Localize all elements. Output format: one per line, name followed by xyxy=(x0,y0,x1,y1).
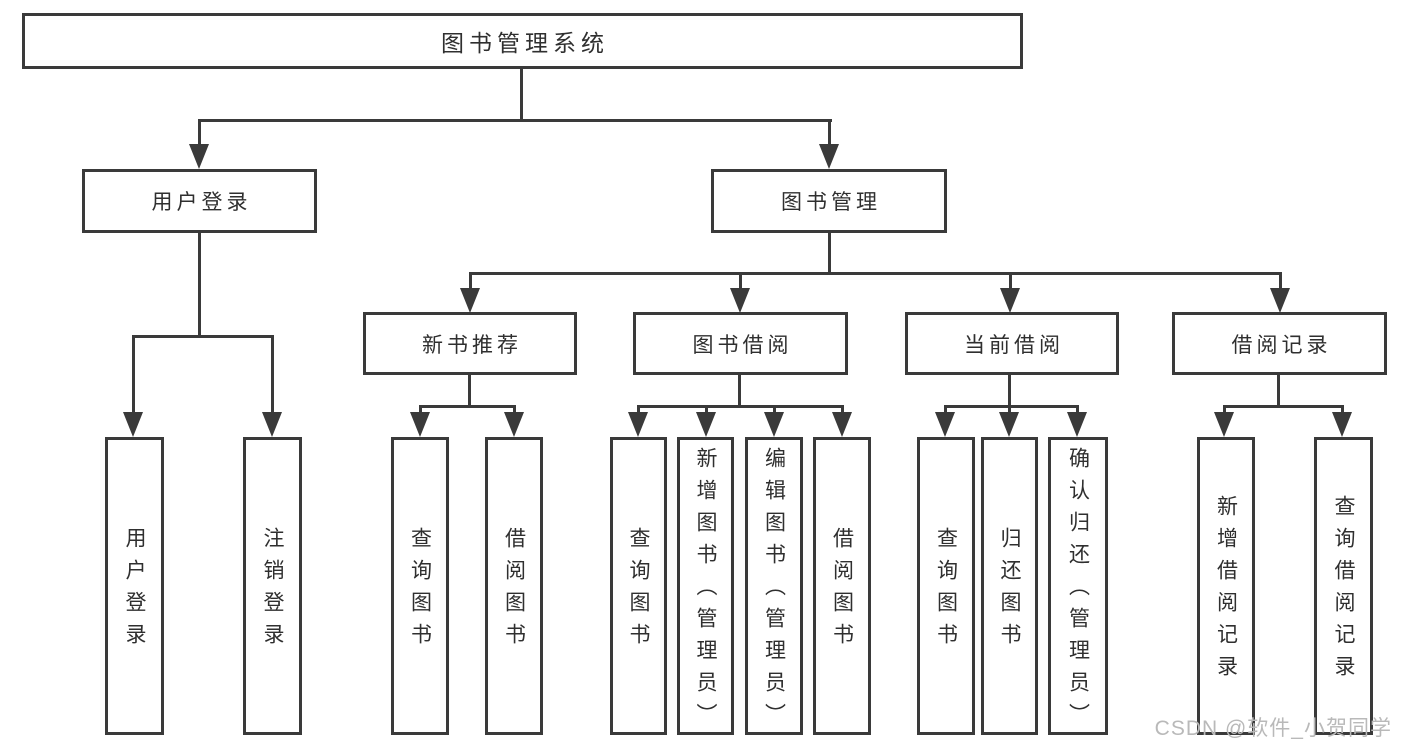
arrow-down-leaf xyxy=(1214,412,1234,437)
connector-to-new-books xyxy=(469,272,472,291)
arrow-down-leaf xyxy=(1067,412,1087,437)
leaf-user-login: 用户登录 xyxy=(105,437,164,735)
connector-to-book-mgmt xyxy=(828,119,831,146)
connector-to-leaf xyxy=(637,405,640,414)
connector-to-leaf xyxy=(705,405,708,414)
connector-to-leaf xyxy=(1341,405,1344,414)
arrow-down-user-login xyxy=(189,144,209,169)
arrow-down-leaf-login xyxy=(123,412,143,437)
connector-book-borrow-branch xyxy=(637,405,844,408)
connector-to-leaf-login xyxy=(132,335,135,414)
leaf-confirm-return-admin: 确认归还（管理员） xyxy=(1048,437,1108,735)
leaf-query-books-newbooks: 查询图书 xyxy=(391,437,449,735)
arrow-down-leaf xyxy=(696,412,716,437)
connector-root-stem xyxy=(520,69,523,120)
leaf-query-borrow-record: 查询借阅记录 xyxy=(1314,437,1373,735)
leaf-label: 新增图书（管理员） xyxy=(694,447,718,735)
connector-borrow-records-stem xyxy=(1277,375,1280,406)
node-borrow-records: 借阅记录 xyxy=(1172,312,1387,375)
node-new-books: 新书推荐 xyxy=(363,312,577,375)
connector-to-leaf xyxy=(1223,405,1226,414)
leaf-label: 查询借阅记录 xyxy=(1332,495,1356,687)
leaf-label: 注销登录 xyxy=(261,527,285,655)
leaf-label: 借阅图书 xyxy=(830,527,854,655)
connector-book-mgmt-stem xyxy=(828,233,831,273)
leaf-borrow-books-newbooks: 借阅图书 xyxy=(485,437,543,735)
arrow-down-leaf xyxy=(410,412,430,437)
connector-to-leaf-logout xyxy=(271,335,274,414)
arrow-down-leaf xyxy=(999,412,1019,437)
arrow-down-new-books xyxy=(460,288,480,313)
node-root-system: 图书管理系统 xyxy=(22,13,1023,69)
connector-to-leaf xyxy=(513,405,516,414)
arrow-down-leaf xyxy=(935,412,955,437)
leaf-query-books-borrow: 查询图书 xyxy=(610,437,667,735)
connector-user-login-stem xyxy=(198,233,201,336)
leaf-return-books: 归还图书 xyxy=(981,437,1038,735)
arrow-down-leaf xyxy=(628,412,648,437)
connector-book-borrow-stem xyxy=(738,375,741,406)
connector-to-leaf xyxy=(1008,405,1011,414)
node-user-login: 用户登录 xyxy=(82,169,317,233)
leaf-label: 借阅图书 xyxy=(502,527,526,655)
node-book-borrow: 图书借阅 xyxy=(633,312,848,375)
connector-user-login-branch xyxy=(132,335,274,338)
node-book-mgmt: 图书管理 xyxy=(711,169,947,233)
connector-to-leaf xyxy=(841,405,844,414)
connector-to-user-login xyxy=(198,119,201,146)
csdn-watermark: CSDN @软件_小贺同学 xyxy=(1154,717,1392,740)
arrow-down-current-borrow xyxy=(1000,288,1020,313)
leaf-label: 新增借阅记录 xyxy=(1214,495,1238,687)
connector-to-current-borrow xyxy=(1009,272,1012,291)
leaf-edit-books-admin: 编辑图书（管理员） xyxy=(745,437,803,735)
leaf-query-books-current: 查询图书 xyxy=(917,437,975,735)
leaf-label: 用户登录 xyxy=(123,527,147,655)
leaf-add-books-admin: 新增图书（管理员） xyxy=(677,437,734,735)
connector-to-leaf xyxy=(1076,405,1079,414)
arrow-down-book-mgmt xyxy=(819,144,839,169)
connector-to-borrow-records xyxy=(1279,272,1282,291)
leaf-add-borrow-record: 新增借阅记录 xyxy=(1197,437,1255,735)
arrow-down-borrow-records xyxy=(1270,288,1290,313)
arrow-down-book-borrow xyxy=(730,288,750,313)
leaf-label: 查询图书 xyxy=(627,527,651,655)
connector-to-leaf xyxy=(944,405,947,414)
leaf-label: 编辑图书（管理员） xyxy=(762,447,786,735)
leaf-label: 确认归还（管理员） xyxy=(1066,447,1090,735)
leaf-label: 查询图书 xyxy=(934,527,958,655)
connector-to-leaf xyxy=(419,405,422,414)
arrow-down-leaf xyxy=(1332,412,1352,437)
leaf-logout: 注销登录 xyxy=(243,437,302,735)
node-current-borrow: 当前借阅 xyxy=(905,312,1119,375)
connector-current-borrow-branch xyxy=(944,405,1079,408)
connector-new-books-stem xyxy=(468,375,471,406)
arrow-down-leaf-logout xyxy=(262,412,282,437)
leaf-label: 查询图书 xyxy=(408,527,432,655)
connector-to-leaf xyxy=(773,405,776,414)
leaf-label: 归还图书 xyxy=(998,527,1022,655)
connector-book-mgmt-branch xyxy=(469,272,1282,275)
connector-to-book-borrow xyxy=(739,272,742,291)
connector-new-books-branch xyxy=(419,405,516,408)
connector-root-branch xyxy=(198,119,832,122)
arrow-down-leaf xyxy=(504,412,524,437)
arrow-down-leaf xyxy=(832,412,852,437)
connector-borrow-records-branch xyxy=(1223,405,1344,408)
leaf-borrow-books-borrow: 借阅图书 xyxy=(813,437,871,735)
connector-current-borrow-stem xyxy=(1008,375,1011,406)
arrow-down-leaf xyxy=(764,412,784,437)
